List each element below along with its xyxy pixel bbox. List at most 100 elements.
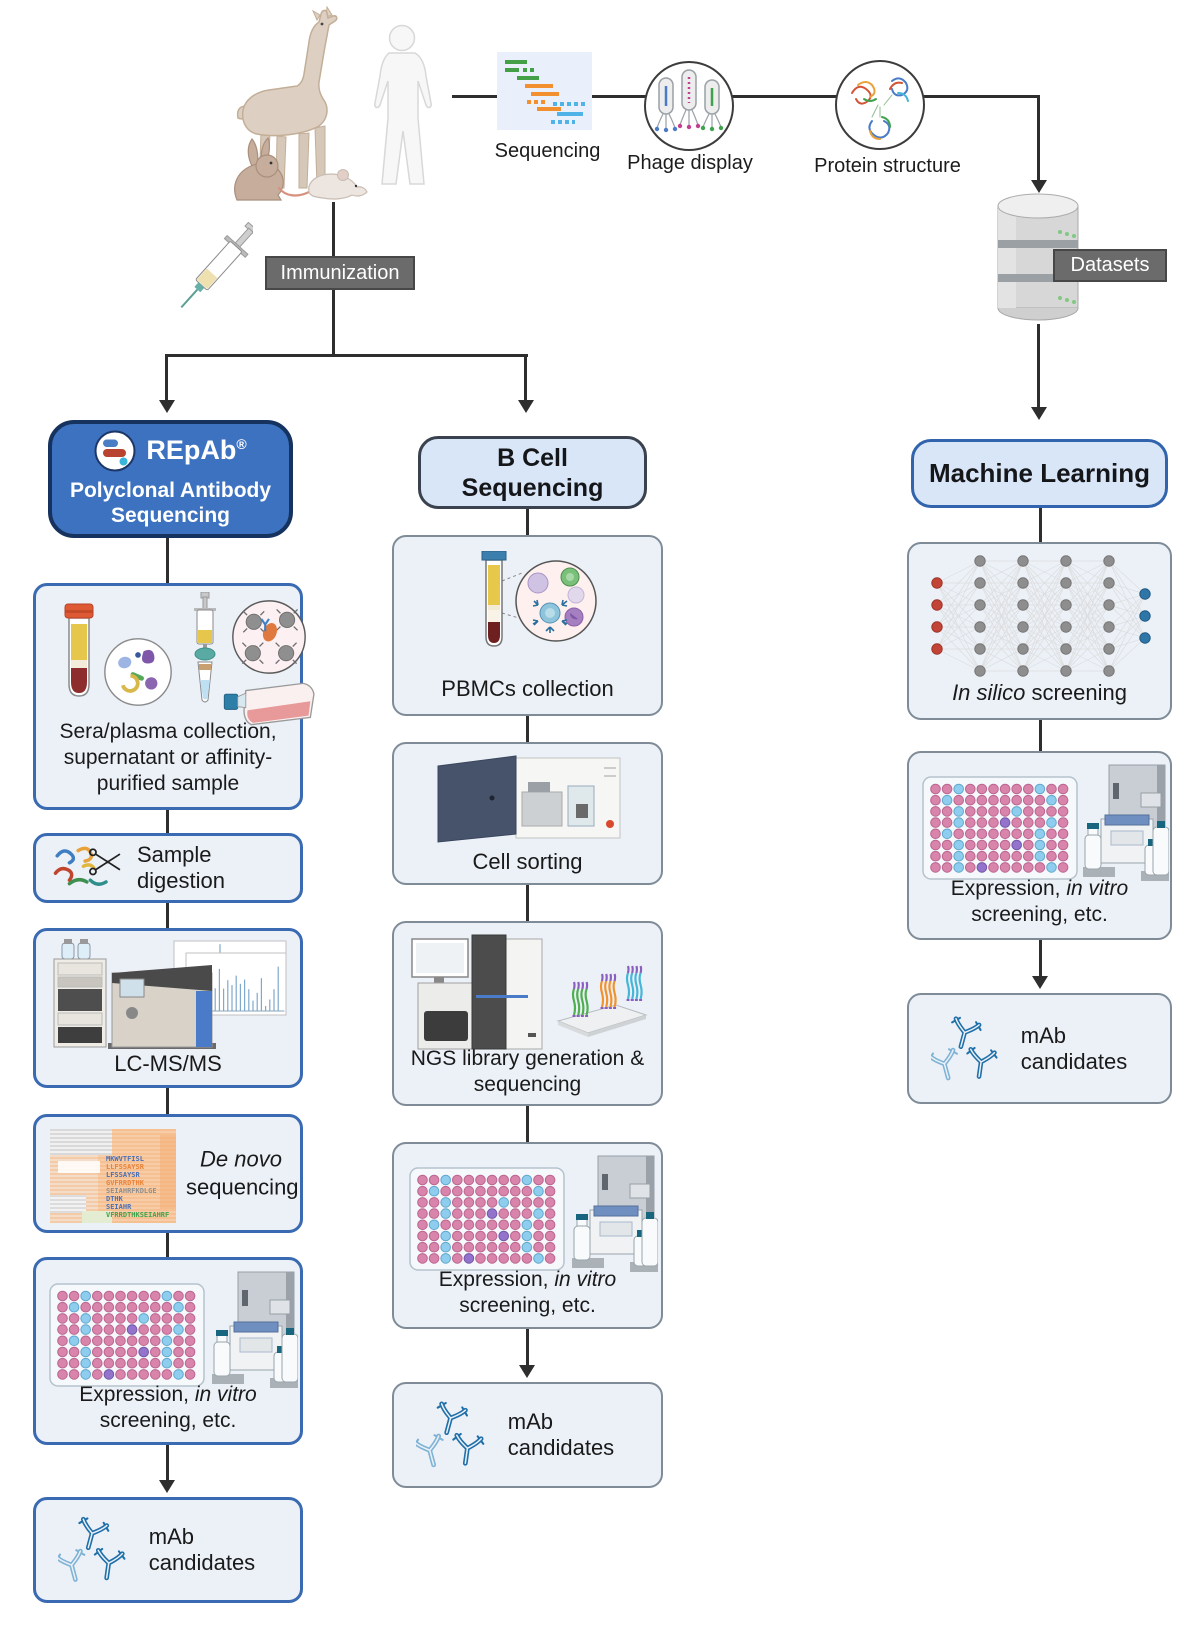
step-box-lcms: LC-MS/MS	[33, 928, 303, 1088]
digestion-caption: Sample digestion	[136, 842, 226, 893]
connector-line	[1039, 508, 1042, 542]
peptide-read: SEIAHR	[106, 1203, 132, 1211]
llama-icon	[236, 6, 338, 189]
culture-flask-icon	[223, 682, 315, 726]
datasets-badge: Datasets	[1053, 249, 1167, 282]
bcell-header: B Cell Sequencing	[418, 436, 647, 509]
step-box-collection: Sera/plasma collection, supernatant or a…	[33, 583, 315, 810]
peptide-read: DTHK	[106, 1195, 123, 1203]
well-plate-icon	[922, 776, 1078, 880]
connector-line	[1037, 324, 1040, 408]
step-box-ngs: NGS library generation & sequencing	[392, 921, 663, 1106]
mab-caption-bcell: mAb candidates	[507, 1409, 615, 1460]
lcms-instrument-icon	[53, 939, 287, 1049]
step-box-mab-bcell: mAb candidates	[392, 1382, 663, 1488]
phage-display-icon	[644, 61, 734, 151]
repab-logo	[94, 430, 136, 472]
sorting-caption: Cell sorting	[472, 848, 583, 874]
well-plate-icon	[49, 1283, 205, 1387]
ngs-sequencer-icon	[411, 934, 543, 1050]
step-box-mab-ml: mAb candidates	[907, 993, 1172, 1104]
connector-line	[526, 509, 529, 535]
step-box-expression-repab: Expression, in vitro screening, etc.	[33, 1257, 303, 1445]
step-box-expression-ml: Expression, in vitro screening, etc.	[907, 751, 1172, 940]
sample-prep-icon	[194, 592, 216, 703]
expression-caption-ml: Expression, in vitro screening, etc.	[950, 876, 1129, 926]
immunization-badge: Immunization	[265, 256, 415, 290]
connector-line	[165, 354, 168, 401]
top-pipeline-line	[452, 95, 1039, 98]
mab-caption-ml: mAb candidates	[1020, 1022, 1128, 1074]
connector-line	[526, 716, 529, 742]
insilico-caption: In silico screening	[952, 679, 1127, 705]
lcms-caption: LC-MS/MS	[114, 1050, 222, 1076]
connector-line	[332, 202, 335, 258]
expression-caption-bcell: Expression, in vitro screening, etc.	[438, 1267, 617, 1317]
arrowhead	[519, 1365, 535, 1378]
peptide-read: GVFRRDTHK	[106, 1179, 144, 1187]
connector-line	[1037, 95, 1040, 181]
step-box-mab-repab: mAb candidates	[33, 1497, 303, 1603]
phage-display-label: Phage display	[627, 152, 753, 174]
ml-header: Machine Learning	[911, 439, 1168, 508]
connector-line	[166, 1233, 169, 1257]
connector-line	[166, 538, 169, 583]
connector-line	[332, 290, 335, 356]
connector-line	[526, 1106, 529, 1142]
cell-sorter-icon	[437, 755, 621, 843]
syringe-icon	[180, 222, 253, 309]
human-icon	[374, 24, 432, 185]
arrowhead	[159, 400, 175, 413]
flow-cell-icon	[556, 965, 648, 1037]
peptide-read: LLFSSAYSR	[106, 1163, 144, 1171]
mab-caption-repab: mAb candidates	[148, 1524, 256, 1575]
antibody-cluster-icon	[58, 1516, 126, 1582]
protein-structure-icon	[835, 60, 925, 150]
connector-line	[526, 885, 529, 921]
connector-line	[166, 810, 169, 833]
connector-line	[166, 1445, 169, 1481]
repab-header: REpAb® Polyclonal Antibody Sequencing	[48, 420, 293, 538]
hybridoma-cells-icon	[232, 600, 306, 674]
peptide-scissors-icon	[53, 846, 121, 886]
expression-caption-repab: Expression, in vitro screening, etc.	[79, 1382, 257, 1432]
repab-brand: REpAb®	[146, 435, 247, 466]
connector-line	[524, 354, 527, 401]
connector-line	[526, 1329, 529, 1366]
connector-line	[1039, 940, 1042, 977]
arrowhead	[159, 1480, 175, 1493]
step-box-expression-bcell: Expression, in vitro screening, etc.	[392, 1142, 663, 1329]
pbmc-tube-icon	[481, 551, 597, 647]
immunization-label: Immunization	[280, 261, 400, 284]
immunization-branch-line	[166, 354, 528, 357]
expression-instrument-icon	[1083, 764, 1169, 881]
arrowhead	[1031, 180, 1047, 193]
peptide-read: LFSSAYSR	[106, 1171, 140, 1179]
protein-structure-label: Protein structure	[814, 155, 961, 177]
arrowhead	[518, 400, 534, 413]
step-box-denovo: MKWVTFISL LLFSSAYSR LFSSAYSR GVFRRDTHK S…	[33, 1114, 303, 1233]
collection-caption: Sera/plasma collection, supernatant or a…	[59, 719, 277, 795]
denovo-caption: De novo sequencing	[186, 1145, 299, 1200]
neural-network-icon	[931, 555, 1151, 677]
antibody-cluster-icon	[416, 1401, 485, 1468]
connector-line	[166, 903, 169, 928]
peptide-read-list: MKWVTFISL LLFSSAYSR LFSSAYSR GVFRRDTHK S…	[106, 1155, 169, 1219]
sequence-alignment-icon: MKWVTFISL LLFSSAYSR LFSSAYSR GVFRRDTHK S…	[50, 1129, 176, 1223]
connector-line	[1039, 720, 1042, 751]
well-plate-icon	[409, 1167, 565, 1271]
arrowhead	[1031, 407, 1047, 420]
step-box-sorting: Cell sorting	[392, 742, 663, 885]
antibody-mixture-icon	[104, 638, 172, 706]
arrowhead	[1032, 976, 1048, 989]
sequencing-label: Sequencing	[494, 140, 601, 162]
antibody-cluster-icon	[931, 1015, 998, 1080]
peptide-read: MKWVTFISL	[106, 1155, 144, 1163]
expression-instrument-icon	[572, 1155, 658, 1272]
immunized-species-illustration	[234, 6, 432, 201]
pbmc-caption: PBMCs collection	[441, 675, 614, 701]
ngs-caption: NGS library generation & sequencing	[410, 1046, 645, 1096]
expression-instrument-icon	[212, 1271, 298, 1388]
datasets-label: Datasets	[1070, 254, 1150, 276]
